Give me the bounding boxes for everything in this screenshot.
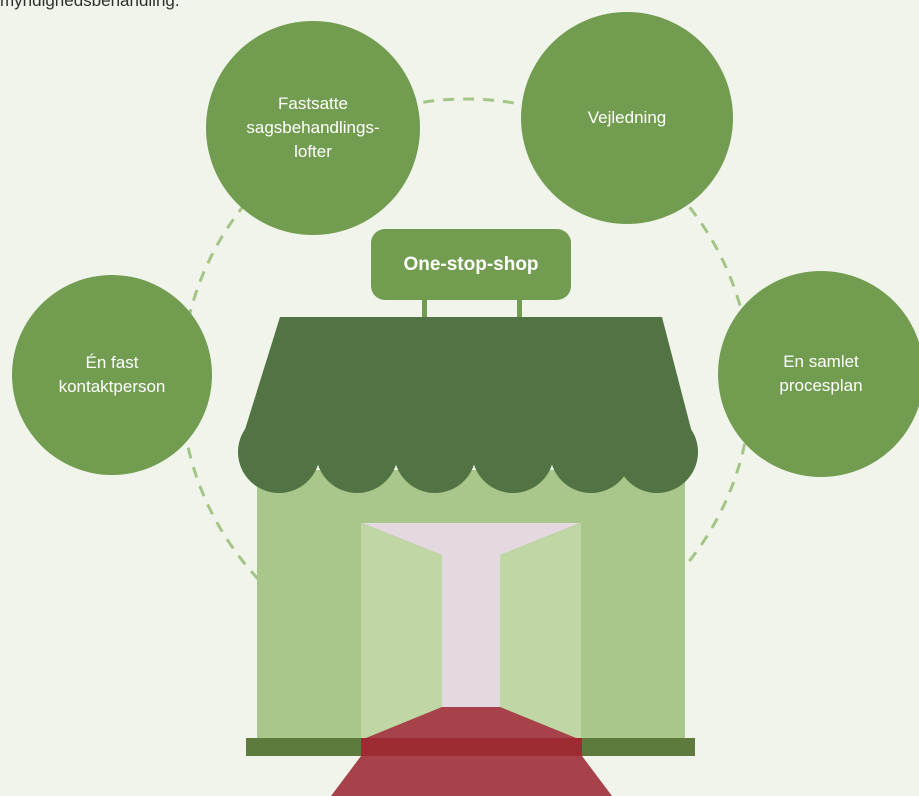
sign-label: One-stop-shop (403, 254, 538, 276)
bubble-deadlines-line1: Fastsatte (246, 92, 379, 116)
bubble-deadlines-line2: sagsbehandlings- (246, 116, 379, 140)
bubble-contact-line2: kontaktperson (59, 375, 166, 399)
bubble-deadlines-line3: lofter (246, 140, 379, 164)
door-right (500, 523, 581, 740)
sign-post-left (422, 298, 427, 320)
carpet-threshold (361, 738, 582, 756)
awning (238, 317, 698, 493)
bubble-guidance: Vejledning (521, 12, 733, 224)
door-left (361, 523, 442, 740)
bubble-guidance-line1: Vejledning (588, 106, 666, 130)
bubble-fast-contact: Én fast kontaktperson (12, 275, 212, 475)
bubble-process-plan: En samlet procesplan (718, 271, 919, 477)
one-stop-shop-sign: One-stop-shop (371, 229, 571, 300)
red-carpet-outside (331, 756, 612, 796)
bubble-case-deadlines: Fastsatte sagsbehandlings- lofter (206, 21, 420, 235)
bubble-contact-line1: Én fast (59, 351, 166, 375)
sign-post-right (517, 298, 522, 320)
bubble-plan-line2: procesplan (779, 374, 862, 398)
bubble-plan-line1: En samlet (779, 350, 862, 374)
